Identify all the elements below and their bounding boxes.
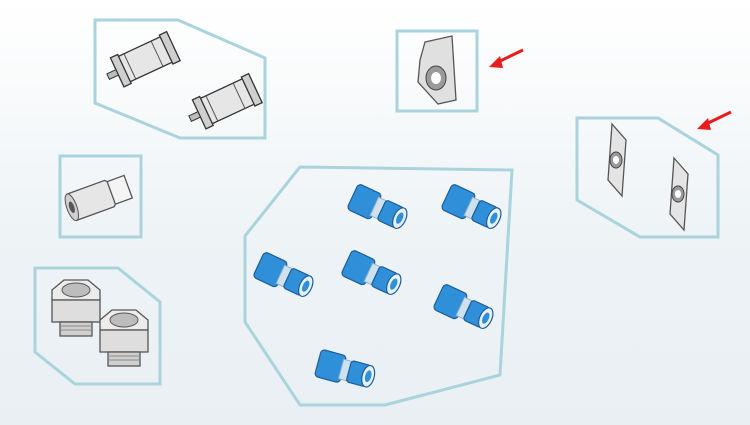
blue-fitting-group-outline — [243, 165, 514, 407]
adapter-group-outline — [58, 154, 143, 239]
pneumatic-cylinder-icon[interactable] — [100, 31, 181, 92]
hex-reducer-fitting-icon[interactable] — [51, 279, 101, 337]
blue-compression-fitting-icon[interactable] — [313, 348, 379, 392]
flange-group-outline — [575, 116, 720, 239]
hex-adapter-icon[interactable] — [62, 174, 134, 223]
pneumatic-cylinder-icon[interactable] — [182, 73, 263, 134]
hex-reducer-fitting-icon[interactable] — [99, 309, 149, 367]
reducer-group-outline — [33, 266, 162, 386]
cylinder-group-outline — [93, 18, 267, 140]
mounting-bracket-icon[interactable] — [417, 35, 457, 105]
blue-compression-fitting-icon[interactable] — [440, 182, 506, 234]
red-arrow-icon — [697, 110, 732, 130]
blue-compression-fitting-icon[interactable] — [346, 182, 412, 234]
blue-compression-fitting-icon[interactable] — [340, 248, 406, 300]
bracket-group-outline — [395, 29, 479, 113]
diamond-flange-icon[interactable] — [669, 157, 689, 231]
blue-compression-fitting-icon[interactable] — [432, 282, 498, 334]
diamond-flange-icon[interactable] — [607, 123, 627, 197]
red-arrow-icon — [489, 48, 524, 68]
blue-compression-fitting-icon[interactable] — [252, 250, 318, 302]
